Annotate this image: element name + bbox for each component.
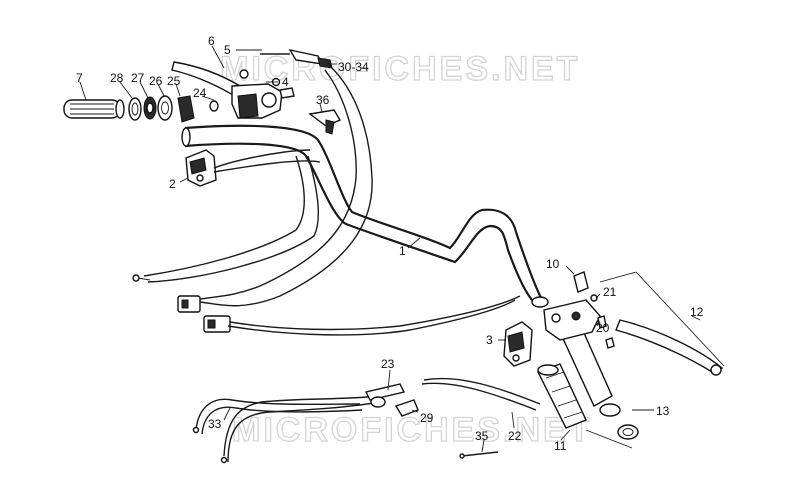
left-grip [63,99,125,119]
callout-36: 36 [316,93,330,107]
callout-33: 33 [208,417,222,431]
callout-23: 23 [381,357,395,371]
callout-4: 4 [282,75,289,89]
handlebar [181,124,549,308]
callout-24: 24 [193,86,207,100]
callout-28: 28 [110,71,124,85]
callout-7: 7 [76,71,83,85]
left-cables [132,65,521,336]
callout-1: 1 [399,244,406,258]
callout-3: 3 [486,333,493,347]
callout-6: 6 [208,34,215,48]
right-group-frame [585,271,725,449]
left-washers [128,95,219,123]
callout-10: 10 [546,257,560,271]
callout-2: 2 [169,177,176,191]
callout-25: 25 [167,74,181,88]
callout-27: 27 [131,71,145,85]
callout-5: 5 [224,43,231,57]
right-switch [503,321,533,367]
callout-13: 13 [656,404,670,418]
callout-12: 12 [690,305,704,319]
throttle-cables [192,377,541,464]
callout-11: 11 [554,439,567,453]
left-switch [185,149,321,187]
callout-30-34: 30-34 [338,60,369,74]
callout-20: 20 [596,321,610,335]
callout-22: 22 [508,429,522,443]
watermark-bottom: MICROFICHES.NET [232,411,592,449]
left-small-parts [239,48,333,79]
callout-35: 35 [475,429,489,443]
switch-clip [308,109,342,135]
callout-26: 26 [149,74,163,88]
callout-labels: 1 2 3 4 5 6 7 10 11 12 13 20 21 22 23 24… [76,34,704,453]
right-throttle-assembly [537,271,724,440]
callout-29: 29 [420,411,434,425]
leader-lines [79,45,701,453]
callout-21: 21 [603,285,617,299]
left-lever-assembly [171,61,295,119]
